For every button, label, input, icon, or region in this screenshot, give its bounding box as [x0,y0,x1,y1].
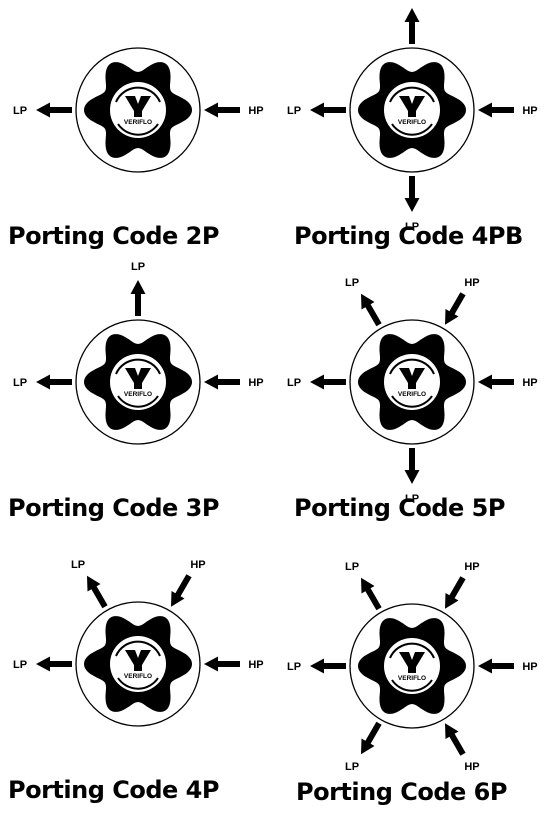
inner-arc-bottom [391,123,433,136]
caption-4pb: Porting Code 4PB [294,222,523,250]
diagram-5p: VERIFLO LP HP LP HP LP Porting Code 5P [274,272,548,542]
brand-name: VERIFLO [398,675,426,682]
inner-arc-top [389,358,435,375]
port-label-lp: LP [345,761,359,773]
inner-arc-top [115,86,161,103]
flow-arrow-icon [171,574,192,607]
port-label-hp: HP [522,105,537,117]
flow-arrow-icon [361,293,382,327]
port-label-hp: HP [464,561,479,573]
flow-arrow-icon [478,374,514,390]
brand-name: VERIFLO [124,391,152,398]
port-label-lp: LP [287,377,301,389]
veriflo-y-logo-icon [399,652,425,673]
valve-diagram-2p: VERIFLO LP HP [13,47,264,173]
port-label-hp: HP [248,377,263,389]
port-arrows: LP HP LP LP [287,0,538,233]
port-arrows: LP HP LP HP [13,559,264,672]
brand-name: VERIFLO [398,391,426,398]
port-label-lp: LP [345,277,359,289]
diagram-4pb: VERIFLO LP HP LP LP Porting Code 4PB [274,0,548,270]
inner-arc-bottom [391,679,433,692]
flow-arrow-icon [36,102,72,118]
valve-diagram-5p: VERIFLO LP HP LP HP LP [287,277,538,505]
veriflo-y-logo-icon [125,96,151,117]
diagram-4p: VERIFLO LP HP LP HP Porting Code 4P [0,554,274,824]
port-label-lp: LP [13,377,27,389]
inner-arc-bottom [391,395,433,408]
flow-arrow-icon [204,374,240,390]
flow-arrow-icon [404,448,420,484]
brand-name: VERIFLO [398,119,426,126]
flow-arrow-icon [204,102,240,118]
port-label-lp: LP [405,221,419,233]
port-label-lp: LP [405,0,419,1]
port-label-hp: HP [522,377,537,389]
caption-3p: Porting Code 3P [8,494,219,522]
port-arrows: LP HP LP HP LP [287,277,538,505]
flow-arrow-icon [310,658,346,674]
brand-name: VERIFLO [124,673,152,680]
port-label-lp: LP [287,661,301,673]
inner-arc-top [115,640,161,657]
caption-5p: Porting Code 5P [294,494,505,522]
flow-arrow-icon [445,576,466,609]
port-label-hp: HP [464,277,479,289]
veriflo-y-logo-icon [125,368,151,389]
flow-arrow-icon [204,656,240,672]
inner-arc-top [389,642,435,659]
valve-diagram-4pb: VERIFLO LP HP LP LP [287,0,538,233]
port-label-hp: HP [190,559,205,571]
port-label-hp: HP [464,761,479,773]
port-label-lp: LP [345,561,359,573]
flow-arrow-icon [404,8,420,44]
flow-arrow-icon [361,721,382,755]
port-label-lp: LP [13,105,27,117]
inner-arc-top [115,358,161,375]
veriflo-y-logo-icon [125,650,151,671]
valve-diagram-4p: VERIFLO LP HP LP HP [13,559,264,727]
valve-diagram-6p: VERIFLO LP HP LP HP LP HP [287,561,538,773]
flow-arrow-icon [87,575,108,609]
port-label-lp: LP [131,261,145,273]
port-label-hp: HP [248,105,263,117]
port-label-lp: LP [13,659,27,671]
inner-arc-bottom [117,677,159,690]
flow-arrow-icon [361,577,382,611]
flow-arrow-icon [404,176,420,212]
flow-arrow-icon [130,280,146,316]
caption-6p: Porting Code 6P [296,778,507,806]
port-label-lp: LP [287,105,301,117]
port-label-lp: LP [71,559,85,571]
caption-2p: Porting Code 2P [8,222,219,250]
inner-arc-bottom [117,123,159,136]
port-arrows: LP HP [13,102,264,118]
port-label-lp: LP [405,493,419,505]
port-label-hp: HP [522,661,537,673]
diagram-3p: VERIFLO LP HP LP Porting Code 3P [0,261,274,542]
valve-diagram-3p: VERIFLO LP HP LP [13,261,264,445]
diagram-6p: VERIFLO LP HP LP HP LP HP Porting Code 6P [274,556,548,826]
flow-arrow-icon [445,723,466,756]
flow-arrow-icon [478,658,514,674]
brand-name: VERIFLO [124,119,152,126]
veriflo-y-logo-icon [399,368,425,389]
inner-arc-top [389,86,435,103]
caption-4p: Porting Code 4P [8,776,219,804]
port-label-hp: HP [248,659,263,671]
diagram-2p: VERIFLO LP HP Porting Code 2P [0,0,274,270]
flow-arrow-icon [478,102,514,118]
flow-arrow-icon [36,374,72,390]
flow-arrow-icon [445,292,466,325]
flow-arrow-icon [36,656,72,672]
veriflo-y-logo-icon [399,96,425,117]
flow-arrow-icon [310,102,346,118]
flow-arrow-icon [310,374,346,390]
port-arrows: LP HP LP HP LP HP [287,561,538,773]
inner-arc-bottom [117,395,159,408]
port-arrows: LP HP LP [13,261,264,390]
